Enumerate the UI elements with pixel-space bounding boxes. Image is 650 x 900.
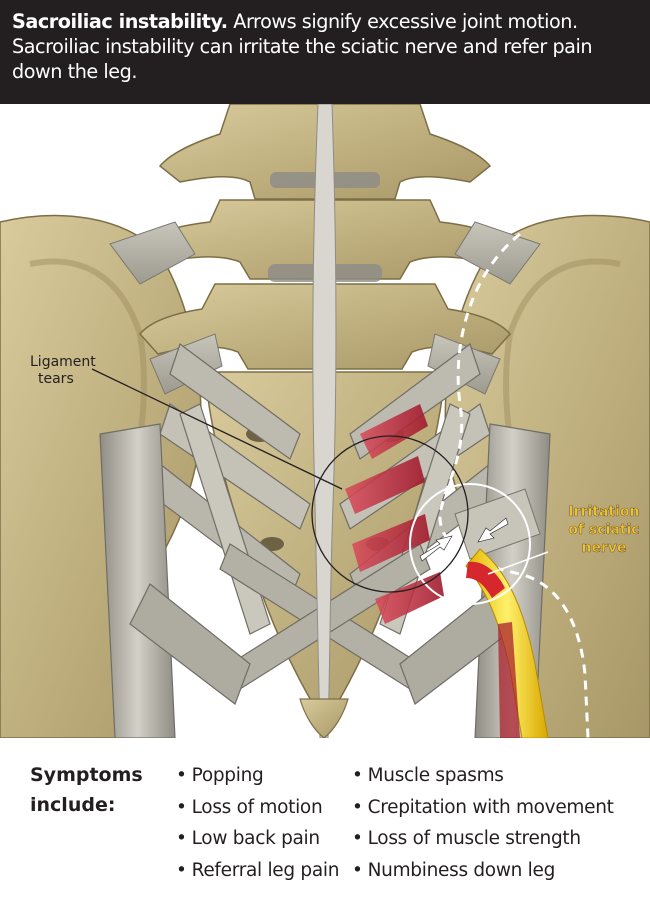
symptom-item: Muscle spasms [352,760,614,792]
figure-caption: Sacroiliac instability. Arrows signify e… [0,0,650,104]
supraspinous-ligament [312,104,337,738]
sciatic-label-line1: Irritation [568,504,639,520]
symptom-item: Loss of motion [176,792,339,824]
torn-ligament-highlights [345,404,444,624]
ligament-tears-label-line2: tears [38,371,74,387]
symptom-item: Referral leg pain [176,855,340,887]
symptoms-heading-line2: include: [30,794,116,816]
symptoms-panel: Symptoms include: Popping Loss of motion… [0,738,650,900]
sciatic-label-line2: of sciatic [568,522,639,538]
motion-arrows [419,517,509,562]
caption-title: Sacroiliac instability. [12,10,228,33]
pelvis-illustration: Ligament tears Irritation of sciatic ner… [0,104,650,738]
ligament-focus-circle [311,435,469,593]
symptoms-column-1: Popping Loss of motion Low back pain Ref… [176,760,340,887]
arrow-right-icon [477,517,509,543]
joint-focus-circle [409,483,531,605]
symptom-item: Popping [176,760,339,792]
sacroiliac-motion-outline [438,232,590,738]
symptoms-heading: Symptoms include: [30,760,160,820]
arrow-left-icon [419,535,453,562]
ligament-tears-label-line1: Ligament [30,354,96,370]
symptom-item: Low back pain [176,823,339,855]
symptom-item: Numbiness down leg [352,855,614,887]
symptom-item: Loss of muscle strength [352,823,614,855]
caption-text: Arrows signify excessive joint motion. S… [12,10,593,83]
symptom-item: Crepitation with movement [352,792,614,824]
iliolumbar-ligaments [109,221,541,395]
symptoms-column-2: Muscle spasms Crepitation with movement … [352,760,614,886]
coccyx [299,698,349,738]
symptoms-heading-line1: Symptoms [30,764,143,786]
ligament-leader-line [91,368,343,490]
piriformis-muscle [454,488,541,560]
sciatic-leader-line [487,551,549,575]
hamstring-inflammation [498,622,520,738]
anatomy-svg: Ligament tears Irritation of sciatic ner… [0,104,650,738]
irritated-nerve-root [466,561,505,598]
sciatic-label-line3: nerve [582,540,627,556]
